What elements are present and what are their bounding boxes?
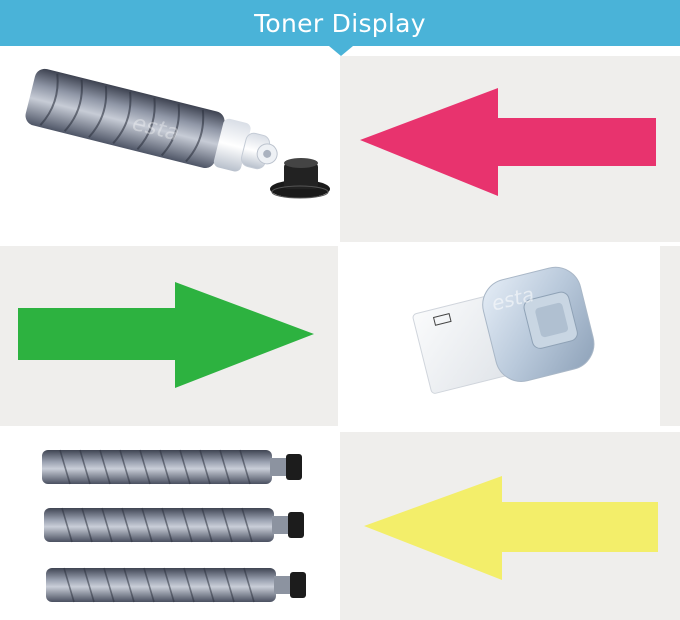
yellow-arrow-left-icon	[364, 476, 658, 580]
yellow-arrow-panel	[340, 432, 680, 620]
banner-pointer	[329, 46, 353, 56]
cartridge-3	[46, 567, 306, 603]
cartridge-2	[44, 507, 304, 543]
cartridge-1	[42, 449, 302, 485]
green-arrow-right-icon	[18, 282, 314, 388]
magenta-arrow-panel	[340, 56, 680, 242]
three-toner-cartridges-photo	[0, 432, 338, 620]
toner-cartridge-with-cap-photo: esta	[0, 56, 338, 242]
toner-nozzle-closeup-photo: esta	[340, 246, 680, 426]
title-banner: Toner Display	[0, 0, 680, 46]
page-title: Toner Display	[254, 8, 426, 38]
magenta-arrow-left-icon	[360, 88, 656, 196]
green-arrow-panel	[0, 246, 338, 426]
